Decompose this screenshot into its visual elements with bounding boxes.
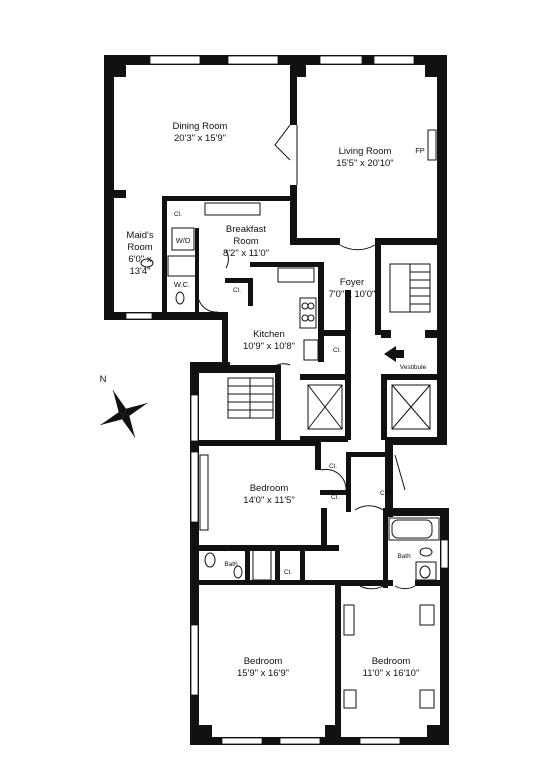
- bath-label-2: Bath: [397, 553, 411, 560]
- elevator-left: [307, 384, 343, 430]
- kitchen-dims: 10'9" x 10'8": [243, 341, 295, 352]
- maids-room-line1: Maid's: [126, 230, 153, 241]
- compass-north-label: N: [100, 374, 107, 385]
- closet-label-2: Cl.: [233, 287, 241, 294]
- bedroom1-dims: 14'0" x 11'5": [243, 495, 294, 506]
- vestibule-label: Vestibule: [400, 364, 427, 371]
- bath-fixtures: [140, 258, 433, 581]
- closet-label-6: Cl.: [380, 490, 388, 497]
- dining-room-name: Dining Room: [173, 121, 228, 132]
- maids-room-line4: 13'4": [129, 266, 150, 277]
- bath-label-1: Bath: [224, 561, 238, 568]
- wd-label: W/D: [176, 236, 191, 245]
- dining-sideboard: [204, 202, 261, 216]
- bedroom1-name: Bedroom: [250, 483, 289, 494]
- interior-walls: [114, 65, 449, 730]
- bedroom3-dims: 11'0" x 16'10": [363, 668, 420, 679]
- foyer-name: Foyer: [340, 277, 364, 288]
- closet-label-4: Cl.: [329, 463, 337, 470]
- room-labels: Dining Room 20'3" x 15'9" Living Room 15…: [126, 121, 426, 679]
- elevator-right: [391, 384, 431, 430]
- doors: [198, 124, 416, 590]
- living-room-dims: 15'5" x 20'10": [336, 158, 393, 169]
- breakfast-room-line1: Breakfast: [226, 224, 266, 235]
- closet-label-1: Cl.: [174, 211, 182, 218]
- dining-room-dims: 20'3" x 15'9": [174, 133, 226, 144]
- breakfast-room-dims: 8'2" x 11'0": [223, 248, 269, 259]
- stair-right: [389, 263, 431, 313]
- bedroom3-name: Bedroom: [372, 656, 411, 667]
- windows: [125, 55, 449, 745]
- living-room-name: Living Room: [339, 146, 392, 157]
- maids-room-line2: Room: [127, 242, 152, 253]
- fireplace-label: FP: [415, 146, 425, 155]
- kitchen-name: Kitchen: [253, 329, 285, 340]
- fireplace-icon: [427, 129, 437, 161]
- bedroom2-name: Bedroom: [244, 656, 283, 667]
- foyer-dims: 7'0" x 10'0": [329, 289, 376, 300]
- bedroom2-dims: 15'9" x 16'9": [237, 668, 289, 679]
- closet-label-7: Cl.: [284, 569, 292, 576]
- closet-label-5: Cl.: [331, 494, 339, 501]
- kitchen-fixtures: [277, 267, 319, 361]
- wc-label: W.C.: [174, 280, 190, 289]
- compass-rose-icon: [100, 390, 148, 438]
- breakfast-room-line2: Room: [233, 236, 258, 247]
- entry-arrow-icon: [384, 346, 404, 362]
- maids-room-line3: 6'0" x: [128, 254, 151, 265]
- closet-label-3: Cl.: [333, 347, 341, 354]
- bedroom-fixtures: [199, 454, 435, 709]
- stair-left: [227, 377, 274, 419]
